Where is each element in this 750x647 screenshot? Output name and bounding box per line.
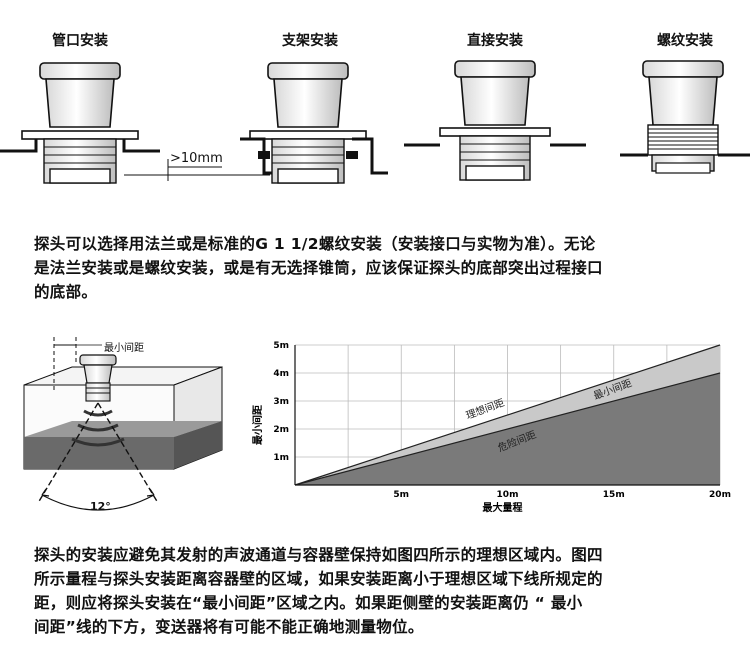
probe-thread-mount xyxy=(620,60,750,174)
paragraph-line: 探头的安装应避免其发射的声波通道与容器壁保持如图四所示的理想区域内。图四 xyxy=(34,546,603,564)
x-tick-label: 20m xyxy=(709,490,731,500)
label-pipe-mount: 管口安装 xyxy=(52,33,108,49)
x-tick-label: 10m xyxy=(497,490,519,500)
series-line-min xyxy=(294,372,721,486)
min-distance-label: 最小间距 xyxy=(104,343,144,354)
y-tick-label: 4m xyxy=(273,369,289,379)
gap-dimension xyxy=(124,159,270,181)
probe-pipe-mount xyxy=(0,62,160,184)
paragraph-line: 距，则应将探头安装在“最小间距”区域之内。如果距侧壁的安装距离仍 “ 最小 xyxy=(34,594,583,612)
angle-label: 12° xyxy=(90,500,111,513)
label-thread-mount: 螺纹安装 xyxy=(657,33,713,49)
tank-diagram xyxy=(23,337,223,511)
mounting-diagrams xyxy=(0,60,750,184)
paragraph-line: 所示量程与探头安装距离容器壁的区域，如果安装距离小于理想区域下线所规定的 xyxy=(34,570,603,588)
paragraph-line: 的底部。 xyxy=(34,283,98,301)
paragraph-installation: 探头的安装应避免其发射的声波通道与容器壁保持如图四所示的理想区域内。图四 所示量… xyxy=(34,543,734,639)
chart-areas xyxy=(294,344,721,486)
label-direct-mount: 直接安装 xyxy=(467,33,523,49)
label-bracket-mount: 支架安装 xyxy=(282,33,338,49)
probe-direct-mount xyxy=(404,60,586,181)
paragraph-line: 间距”线的下方，变送器将有可能不能正确地测量物位。 xyxy=(34,618,424,636)
probe-bracket-mount xyxy=(240,62,388,184)
paragraph-line: 探头可以选择用法兰或是标准的G 1 1/2螺纹安装（安装接口与实物为准）。无论 xyxy=(34,235,596,253)
chart-ticks: 1m 2m 3m 4m 5m 5m 10m 15m 20m xyxy=(273,341,731,500)
chart-axes xyxy=(294,345,720,486)
y-tick-label: 3m xyxy=(273,397,289,407)
series-line-ideal xyxy=(294,344,721,486)
y-tick-label: 2m xyxy=(273,425,289,435)
gap-label: >10mm xyxy=(170,151,223,166)
y-tick-label: 1m xyxy=(273,453,289,463)
x-tick-label: 5m xyxy=(393,490,409,500)
y-axis-label: 最小间距 xyxy=(251,405,264,445)
x-axis-label: 最大量程 xyxy=(483,501,523,514)
x-tick-label: 15m xyxy=(603,490,625,500)
paragraph-mounting: 探头可以选择用法兰或是标准的G 1 1/2螺纹安装（安装接口与实物为准）。无论 … xyxy=(34,232,734,304)
paragraph-line: 是法兰安装或是螺纹安装，或是有无选择锥筒，应该保证探头的底部突出过程接口 xyxy=(34,259,603,277)
y-tick-label: 5m xyxy=(273,341,289,351)
